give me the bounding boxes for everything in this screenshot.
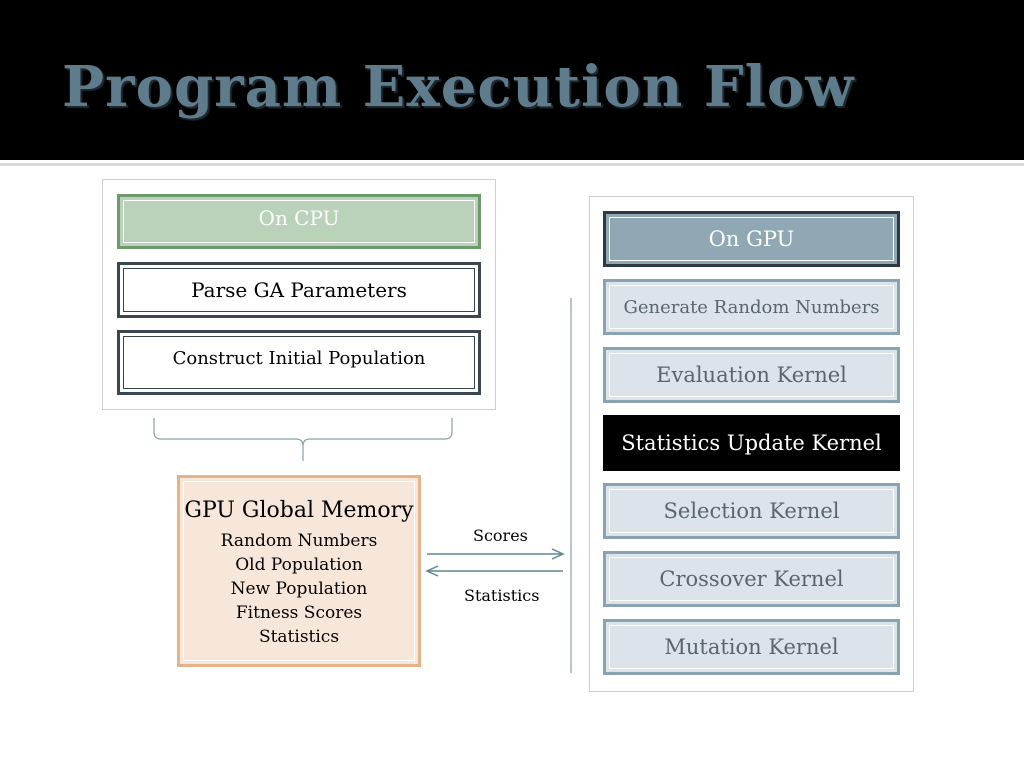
memory-item: Statistics [258, 627, 340, 647]
gpu-step-label: Generate Random Numbers [623, 296, 880, 318]
gpu-step-label: Statistics Update Kernel [621, 431, 882, 455]
gpu-step-label: Evaluation Kernel [656, 363, 847, 387]
title-bar [0, 0, 1024, 160]
memory-list: Random Numbers Old Population New Popula… [180, 529, 418, 649]
gpu-step-label: Crossover Kernel [659, 567, 844, 591]
cpu-bracket [153, 418, 453, 461]
cpu-step-label: Construct Initial Population [172, 348, 426, 369]
gpu-header-label: On GPU [708, 227, 795, 251]
gpu-step-evaluation-kernel: Evaluation Kernel [603, 347, 900, 403]
statistics-label: Statistics [464, 586, 540, 605]
gpu-global-memory: GPU Global Memory Random Numbers Old Pop… [177, 475, 421, 667]
scores-arrow [427, 548, 565, 560]
statistics-arrow [425, 565, 563, 577]
memory-item: Old Population [235, 555, 363, 575]
gpu-header: On GPU [603, 211, 900, 267]
cpu-header-label: On CPU [258, 205, 340, 230]
scores-label: Scores [473, 526, 528, 545]
gpu-step-statistics-update-kernel: Statistics Update Kernel [603, 415, 900, 471]
gpu-step-label: Mutation Kernel [664, 635, 839, 659]
memory-title: GPU Global Memory [184, 498, 414, 523]
cpu-header: On CPU [117, 194, 481, 249]
gpu-step-crossover-kernel: Crossover Kernel [603, 551, 900, 607]
slide-title: Program Execution Flow [62, 54, 855, 120]
cpu-step-construct-population: Construct Initial Population [117, 330, 481, 395]
gpu-step-label: Selection Kernel [663, 499, 840, 523]
gpu-step-selection-kernel: Selection Kernel [603, 483, 900, 539]
memory-item: New Population [230, 579, 368, 599]
memory-item: Fitness Scores [235, 603, 363, 623]
memory-item: Random Numbers [220, 531, 378, 551]
gpu-step-mutation-kernel: Mutation Kernel [603, 619, 900, 675]
cpu-step-label: Parse GA Parameters [191, 278, 407, 302]
title-divider [0, 163, 1024, 166]
gpu-step-generate-random-numbers: Generate Random Numbers [603, 279, 900, 335]
